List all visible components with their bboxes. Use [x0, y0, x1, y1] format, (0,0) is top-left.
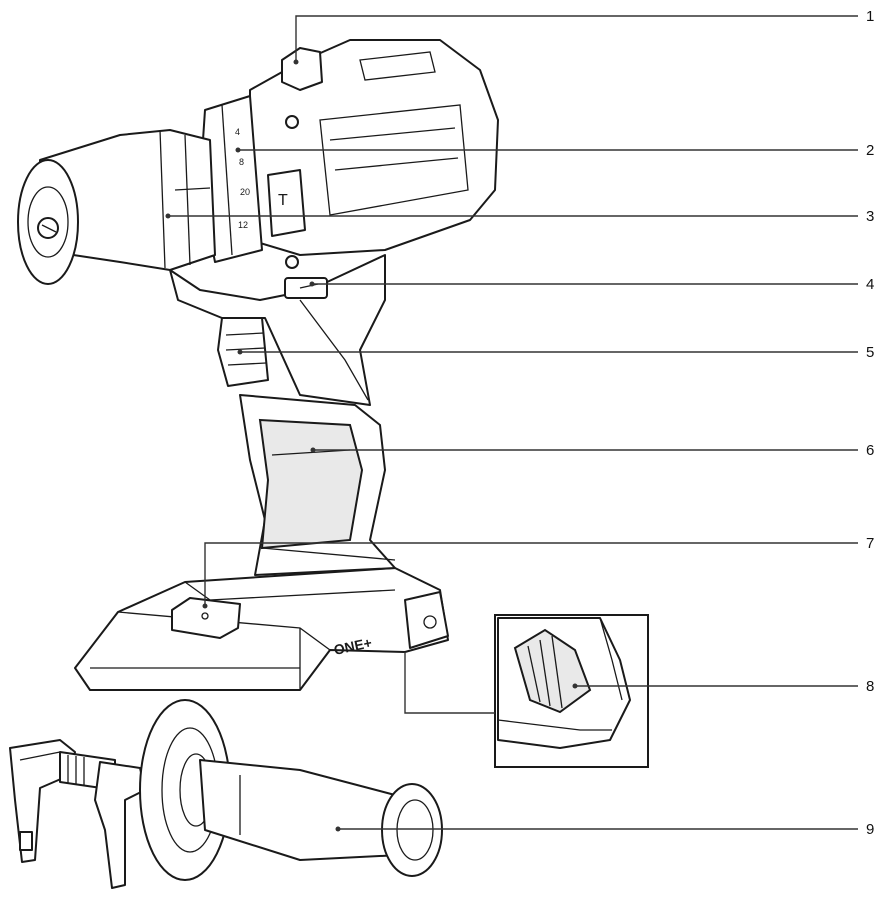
svg-text:6: 6: [866, 442, 874, 459]
svg-text:1: 1: [866, 8, 874, 25]
callout-9: 9: [335, 821, 874, 838]
svg-text:2: 2: [866, 142, 874, 159]
callout-2: 2: [235, 142, 874, 159]
brand-mark: ONE+: [332, 634, 373, 658]
svg-text:5: 5: [866, 344, 874, 361]
svg-text:12: 12: [238, 220, 248, 230]
inset-detail: [404, 614, 649, 768]
svg-text:8: 8: [239, 157, 244, 167]
svg-text:20: 20: [240, 187, 250, 197]
svg-text:7: 7: [866, 535, 874, 552]
callout-6: 6: [310, 442, 874, 459]
callout-8: 8: [572, 678, 874, 695]
callout-1: 1: [293, 8, 874, 65]
svg-text:4: 4: [235, 127, 240, 137]
drill-illustration: 4 8 20 12 T ONE+: [17, 39, 499, 691]
callout-7: 7: [202, 535, 874, 609]
svg-text:3: 3: [866, 208, 874, 225]
auxiliary-handle: [9, 699, 443, 889]
svg-text:T: T: [278, 192, 288, 209]
svg-text:8: 8: [866, 678, 874, 695]
svg-text:4: 4: [866, 276, 874, 293]
callout-3: 3: [165, 208, 874, 225]
callout-4: 4: [309, 276, 874, 293]
svg-text:9: 9: [866, 821, 874, 838]
callout-5: 5: [237, 344, 874, 361]
callouts: 1 2 3 4 5 6 7: [165, 8, 874, 838]
